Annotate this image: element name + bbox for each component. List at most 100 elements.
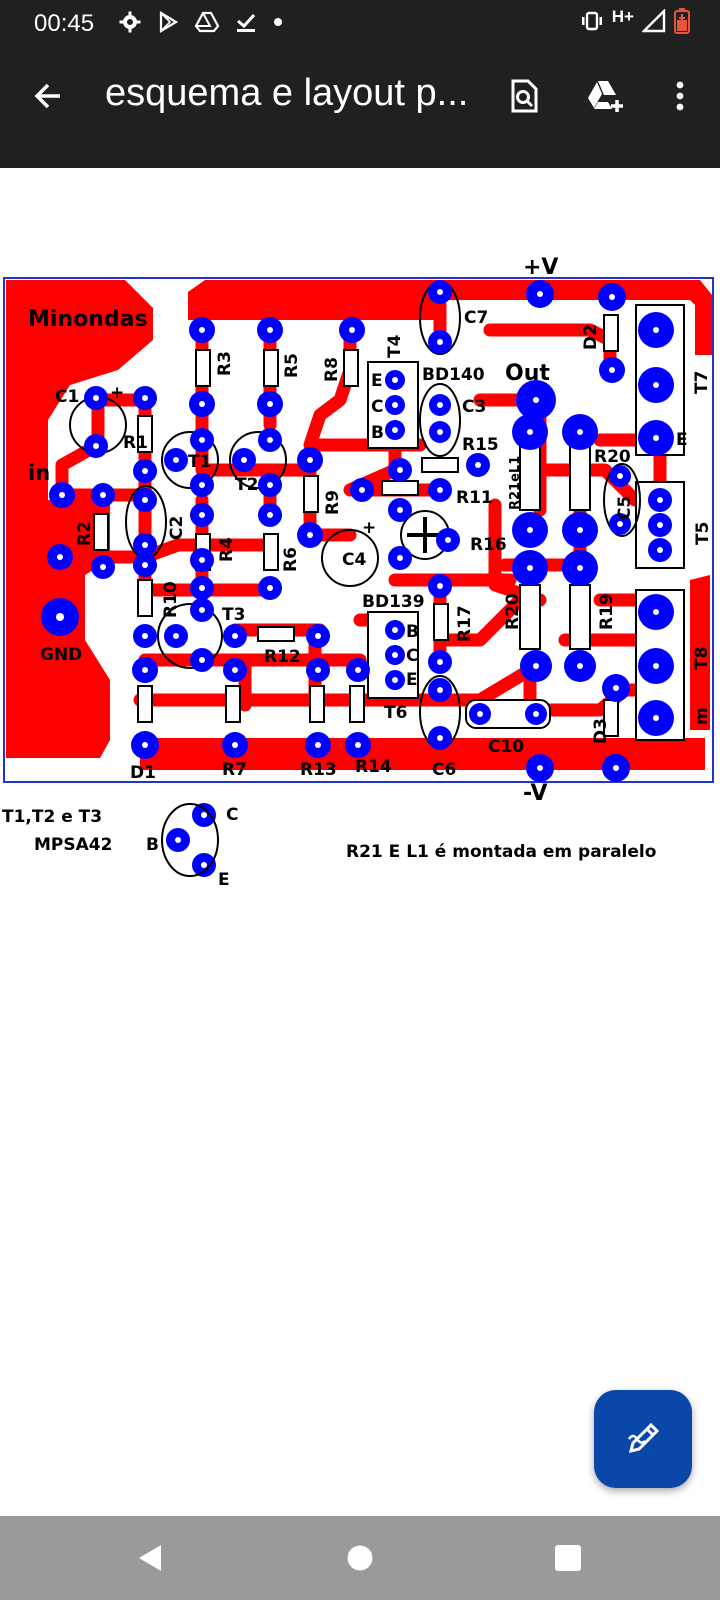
label-t1: T1 bbox=[188, 452, 211, 472]
edit-fab-button[interactable] bbox=[594, 1390, 692, 1488]
label-r9: R9 bbox=[323, 490, 343, 515]
label-r7: R7 bbox=[222, 760, 247, 780]
document-viewer[interactable]: Minondas +V -V Out in GND C1 + R1 T1 T2 … bbox=[0, 168, 720, 1512]
label-c3: C3 bbox=[462, 397, 486, 417]
download-done-icon bbox=[237, 13, 256, 32]
label-r6: R6 bbox=[281, 547, 301, 572]
label-c7: C7 bbox=[464, 308, 488, 328]
label-d3: D3 bbox=[591, 718, 611, 744]
find-in-document-button[interactable] bbox=[496, 68, 552, 124]
label-r14: R14 bbox=[355, 757, 392, 777]
label-t6-e: E bbox=[406, 670, 418, 690]
back-button[interactable] bbox=[20, 68, 76, 124]
board-title: Minondas bbox=[28, 307, 148, 332]
label-d1: D1 bbox=[130, 763, 156, 783]
label-t7: T7 bbox=[692, 371, 712, 394]
label-d2: D2 bbox=[581, 324, 601, 350]
label-plus-c1: + bbox=[110, 383, 124, 403]
drive-icon bbox=[194, 11, 220, 33]
play-store-icon bbox=[159, 11, 179, 33]
transistor-legend: T1,T2 e T3 MPSA42 B C E R21 E L1 é monta… bbox=[2, 805, 656, 890]
label-in: in bbox=[28, 461, 50, 485]
pcb-layout-figure: Minondas +V -V Out in GND C1 + R1 T1 T2 … bbox=[2, 255, 714, 890]
label-r20-top: R20 bbox=[594, 447, 631, 467]
nav-back-button[interactable] bbox=[120, 1528, 180, 1588]
find-in-document-icon bbox=[511, 79, 538, 113]
arrow-back-icon bbox=[34, 83, 60, 109]
label-out: Out bbox=[505, 361, 550, 386]
network-type-label: H+ bbox=[611, 7, 634, 26]
label-r4: R4 bbox=[217, 537, 237, 562]
legend-transistors: T1,T2 e T3 bbox=[2, 807, 102, 827]
gear-icon bbox=[119, 11, 141, 33]
signal-icon bbox=[642, 9, 666, 33]
nav-recents-button[interactable] bbox=[538, 1528, 598, 1588]
status-notification-icons bbox=[118, 10, 284, 34]
label-r13: R13 bbox=[300, 760, 337, 780]
label-r3: R3 bbox=[215, 351, 235, 376]
document-title: esquema e layout p... bbox=[105, 72, 469, 114]
label-t8: T8 bbox=[692, 647, 712, 670]
label-t4-c: C bbox=[371, 397, 383, 417]
label-c5: C5 bbox=[615, 496, 635, 520]
label-m: m bbox=[692, 707, 712, 725]
label-c1: C1 bbox=[55, 387, 79, 407]
label-r2: R2 bbox=[75, 521, 95, 546]
label-t3: T3 bbox=[222, 605, 245, 625]
more-vert-icon bbox=[676, 81, 684, 111]
label-r1: R1 bbox=[123, 433, 148, 453]
label-t4: T4 bbox=[385, 334, 405, 358]
status-bar: 00:45 H+ bbox=[0, 0, 720, 48]
legend-pin-c: C bbox=[226, 805, 238, 825]
label-supply-pos: +V bbox=[523, 255, 558, 280]
status-system-icons: H+ bbox=[580, 7, 690, 34]
label-r11: R11 bbox=[456, 488, 493, 508]
label-bd140: BD140 bbox=[422, 365, 485, 385]
system-nav-bar bbox=[0, 1516, 720, 1600]
nav-home-button[interactable] bbox=[330, 1528, 390, 1588]
label-r15: R15 bbox=[462, 435, 499, 455]
recents-square-icon bbox=[555, 1545, 581, 1571]
label-r17: R17 bbox=[455, 605, 475, 642]
label-t5: T5 bbox=[693, 522, 713, 545]
board-labels: Minondas +V -V Out in GND C1 + R1 T1 T2 … bbox=[28, 255, 712, 806]
label-c4: C4 bbox=[342, 550, 366, 570]
legend-model: MPSA42 bbox=[34, 835, 112, 855]
label-t4-e: E bbox=[371, 371, 383, 391]
label-bd139: BD139 bbox=[362, 592, 425, 612]
label-c2: C2 bbox=[167, 516, 187, 540]
label-t6-b: B bbox=[406, 622, 419, 642]
label-r12: R12 bbox=[264, 647, 301, 667]
label-supply-neg: -V bbox=[523, 781, 548, 806]
label-c10: C10 bbox=[488, 737, 524, 757]
label-r10: R10 bbox=[161, 581, 181, 618]
vibrate-icon bbox=[581, 11, 602, 31]
legend-note: R21 E L1 é montada em paralelo bbox=[346, 842, 656, 862]
edit-pen-icon bbox=[627, 1422, 660, 1454]
back-triangle-icon bbox=[139, 1545, 161, 1571]
label-r19: R19 bbox=[597, 593, 617, 630]
label-r16: R16 bbox=[470, 535, 507, 555]
label-t4-b: B bbox=[371, 423, 384, 443]
label-t6: T6 bbox=[384, 703, 407, 723]
status-time: 00:45 bbox=[34, 10, 95, 37]
pad-holes bbox=[56, 289, 663, 868]
copper-traces bbox=[6, 280, 712, 770]
label-r21l1: R21eL1 bbox=[508, 456, 523, 510]
dot-icon bbox=[274, 18, 282, 26]
label-t6-c: C bbox=[406, 646, 418, 666]
label-plus-c4: + bbox=[362, 518, 376, 538]
app-toolbar: esquema e layout p... bbox=[0, 48, 720, 168]
board-labels-rotated: R2 C2 R3 R5 R8 T4 R4 R6 R9 R10 R17 R20 R… bbox=[75, 324, 713, 744]
legend-pin-e: E bbox=[218, 870, 230, 890]
add-to-drive-button[interactable] bbox=[578, 68, 634, 124]
label-t7-e: E bbox=[676, 430, 688, 450]
more-options-button[interactable] bbox=[656, 68, 704, 124]
home-circle-icon bbox=[347, 1545, 373, 1571]
legend-transistor-outline bbox=[161, 803, 219, 877]
label-r20-bottom: R20 bbox=[503, 593, 523, 630]
battery-low-icon bbox=[674, 8, 690, 34]
label-gnd: GND bbox=[40, 645, 82, 665]
label-r5: R5 bbox=[282, 353, 302, 378]
legend-pin-b: B bbox=[146, 835, 159, 855]
